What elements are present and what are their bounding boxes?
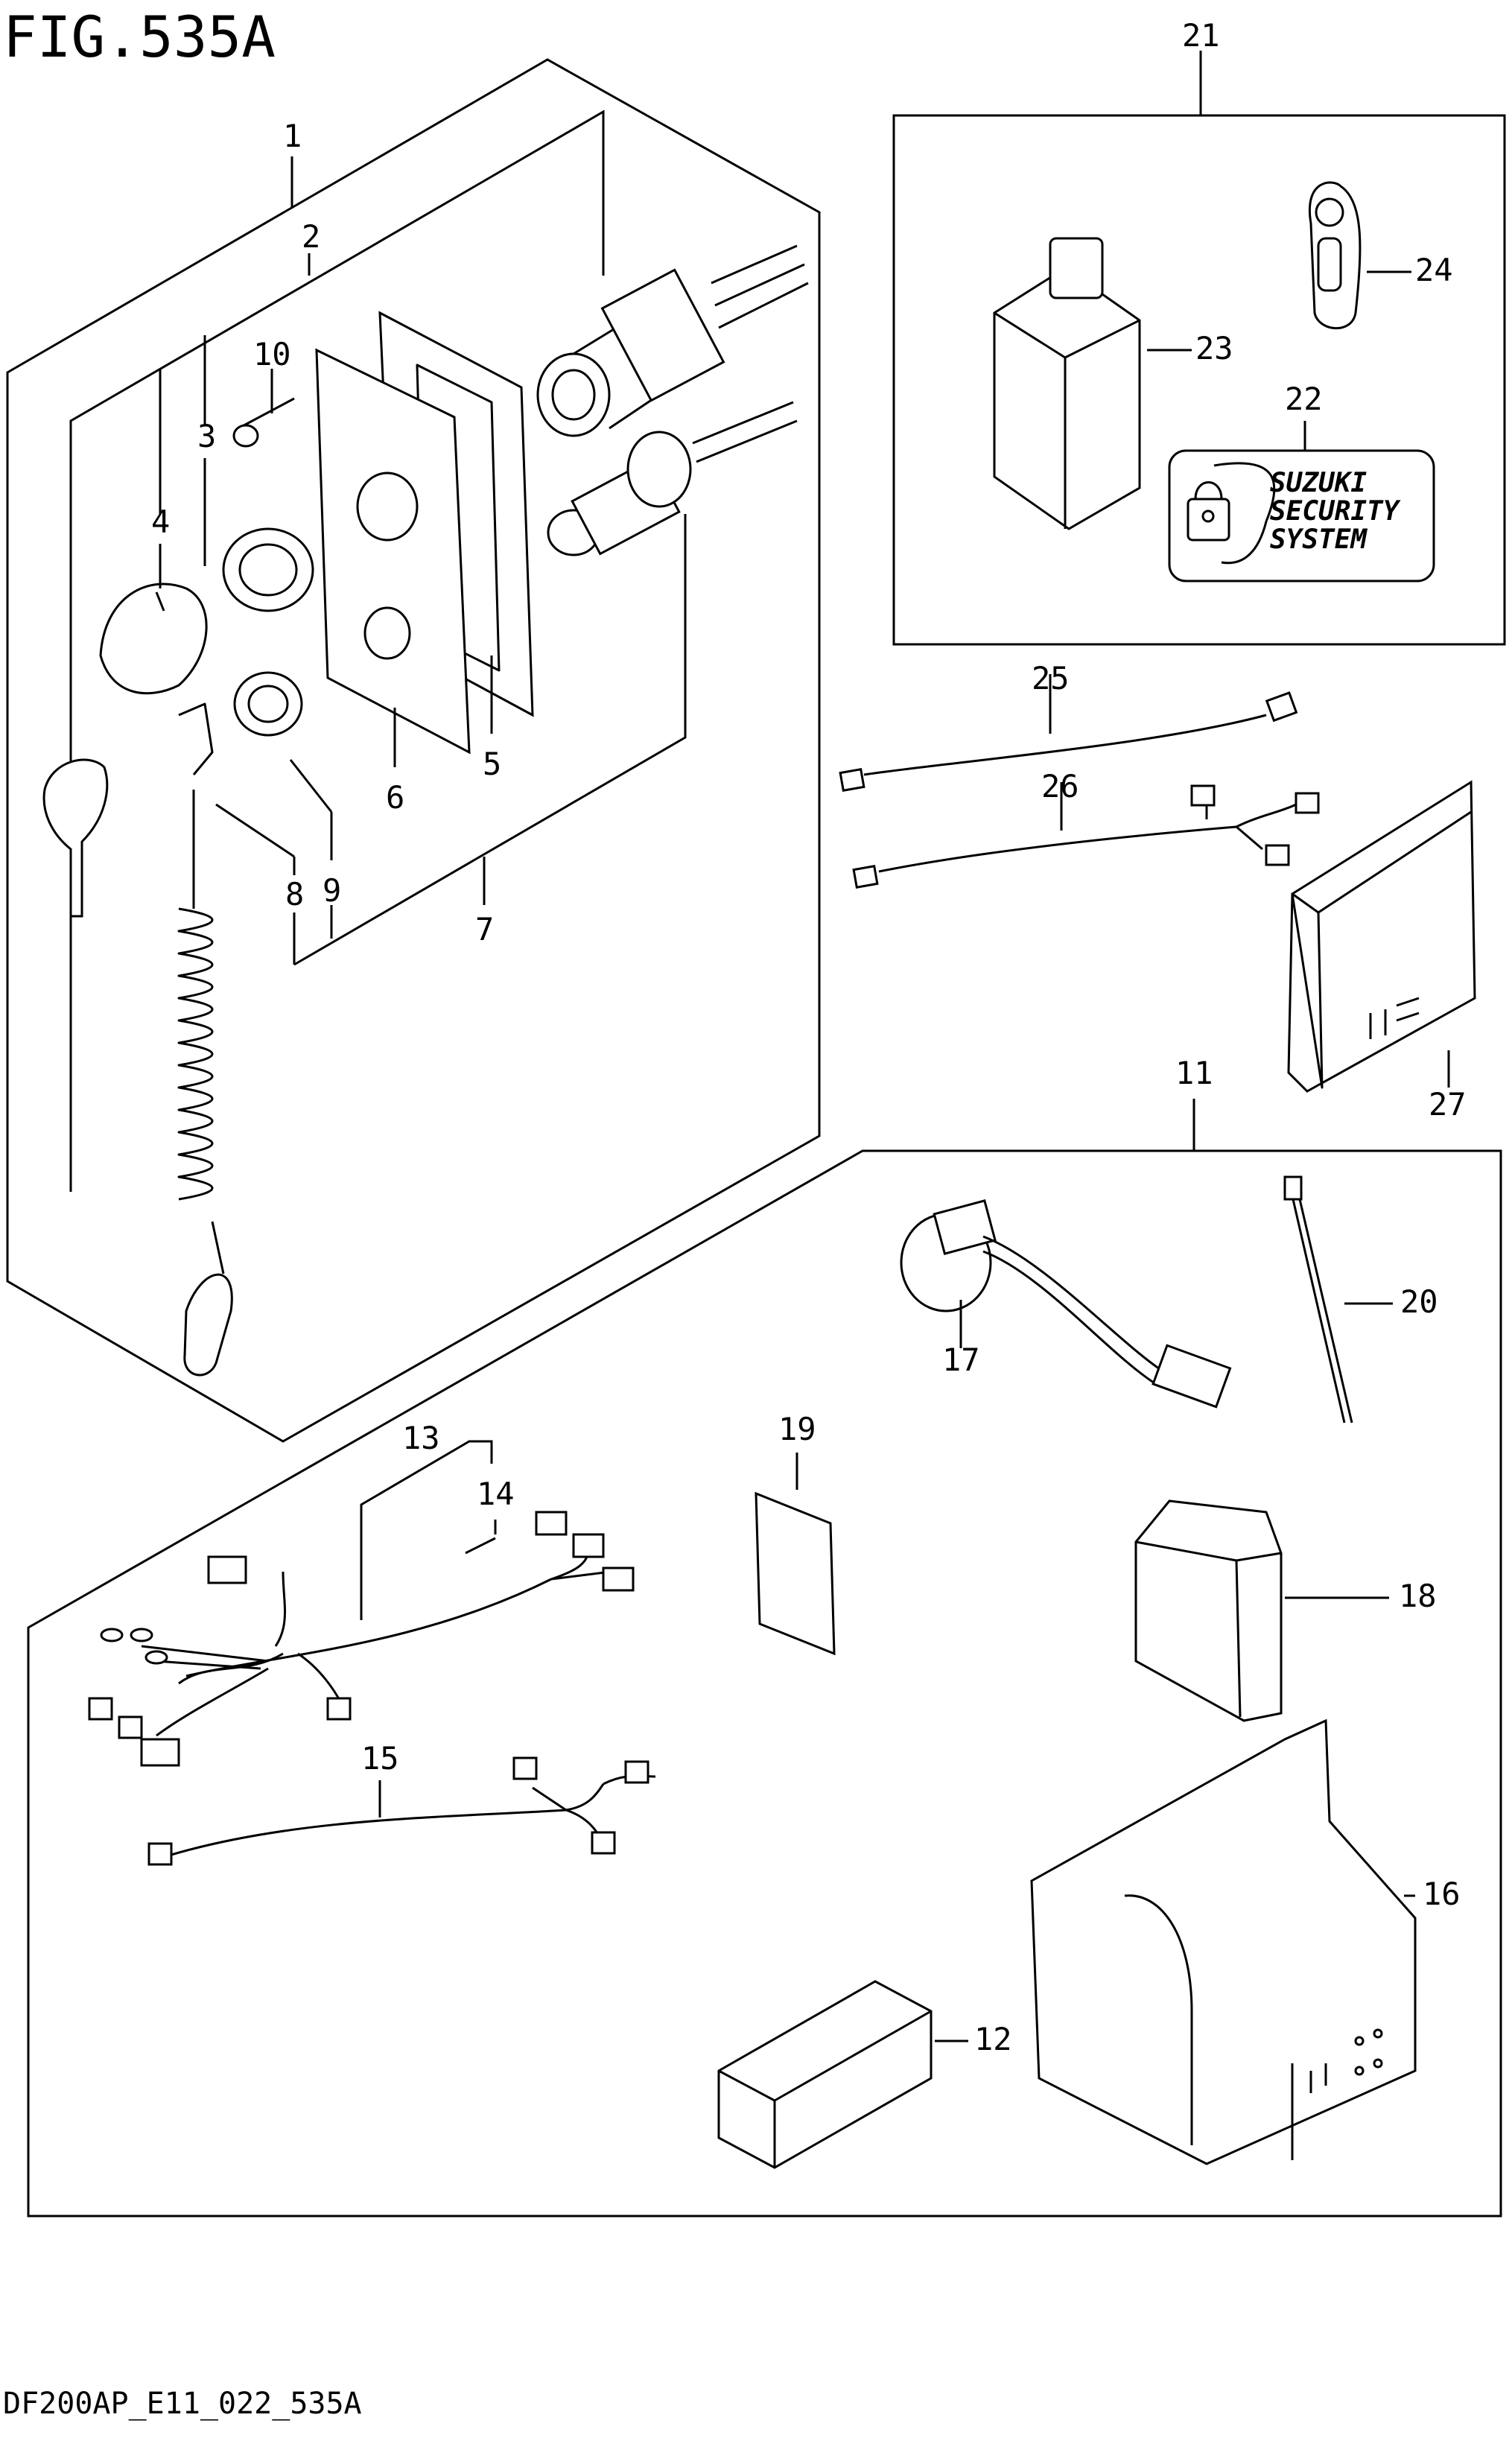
group-21-outline	[892, 114, 1506, 646]
group-7-outline	[293, 514, 687, 966]
callout-16: 16	[1423, 1876, 1461, 1912]
callout-2: 2	[302, 218, 320, 255]
box-12-part	[717, 1980, 968, 2169]
callout-1: 1	[283, 118, 302, 154]
harness-13-part	[88, 1440, 635, 1767]
callout-labels: 1 2 3 4 5 6 7 8 9 10 11 12 13 14 15 16 1…	[151, 17, 1467, 2057]
cable-15-part	[147, 1756, 656, 1866]
bracket-16-part	[1030, 1718, 1417, 2165]
cable-26-part	[852, 782, 1320, 889]
security-label-part	[1168, 449, 1435, 582]
callout-25: 25	[1032, 660, 1070, 696]
callout-22: 22	[1285, 381, 1323, 417]
module-27-part	[1287, 780, 1476, 1093]
nut-part	[222, 527, 314, 612]
callout-14: 14	[477, 1476, 515, 1512]
callout-27: 27	[1429, 1086, 1467, 1123]
callout-26: 26	[1041, 768, 1079, 804]
security-system-group	[892, 51, 1506, 646]
knob-part	[99, 582, 208, 695]
callout-18: 18	[1399, 1578, 1437, 1614]
callout-24: 24	[1415, 252, 1453, 288]
security-label-line-2: SECURITY	[1270, 496, 1401, 527]
callout-11: 11	[1175, 1055, 1213, 1091]
callout-5: 5	[483, 746, 501, 782]
callout-21: 21	[1182, 17, 1220, 54]
callout-7: 7	[475, 911, 494, 947]
switch-18-part	[1134, 1499, 1389, 1722]
callout-13: 13	[402, 1420, 440, 1456]
group-11-outline	[27, 1149, 1502, 2218]
ignition-switch-part	[536, 244, 809, 437]
security-label-line-1: SUZUKI	[1270, 468, 1367, 498]
security-label-line-3: SYSTEM	[1270, 524, 1368, 555]
document-19-part	[755, 1453, 836, 1656]
cable-tie-20-part	[1283, 1175, 1393, 1423]
buzzer-17-part	[900, 1199, 1232, 1409]
lanyard-part	[177, 702, 233, 1377]
figure-title: FIG.535A	[3, 4, 276, 70]
callout-12: 12	[974, 2021, 1012, 2057]
callout-20: 20	[1400, 1283, 1438, 1320]
callout-9: 9	[323, 872, 341, 909]
screw-part	[232, 397, 295, 448]
stop-switch-part	[547, 401, 798, 556]
group-1-outline	[6, 58, 821, 1443]
callout-23: 23	[1195, 330, 1233, 366]
callout-8: 8	[285, 876, 304, 912]
small-nut-part	[233, 671, 303, 737]
footer-code: DF200AP_E11_022_535A	[3, 2387, 362, 2421]
callout-10: 10	[253, 336, 291, 372]
callout-19: 19	[778, 1411, 816, 1447]
key-part	[42, 758, 109, 918]
switch-plate-part	[315, 348, 471, 755]
callout-4: 4	[151, 504, 170, 540]
cable-25-part	[839, 674, 1298, 792]
callout-17: 17	[942, 1342, 980, 1378]
switch-panel-group	[6, 58, 821, 1443]
callout-6: 6	[386, 779, 404, 816]
group1-leaders	[159, 335, 493, 965]
screw-14-part	[465, 1520, 497, 1555]
callout-3: 3	[197, 418, 216, 454]
callout-15: 15	[361, 1740, 399, 1777]
